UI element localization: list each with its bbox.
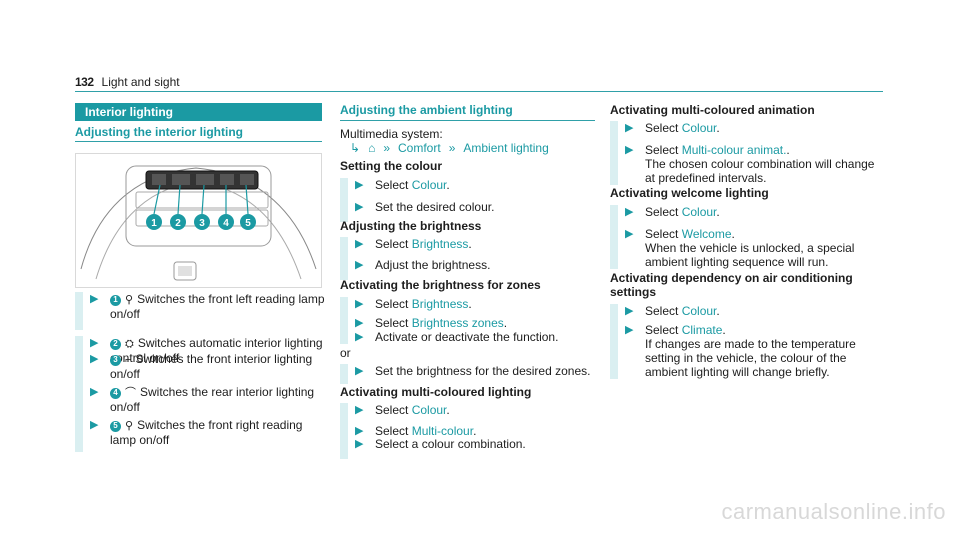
colour-link[interactable]: Colour <box>411 178 447 192</box>
list-item: ▶ Select a colour combination. <box>340 437 595 459</box>
bullet-icon: ▶ <box>90 353 99 365</box>
list-item: ▶ Set the brightness for the desired zon… <box>340 364 595 384</box>
overhead-control-panel-illustration: 1 2 3 4 5 <box>75 153 322 288</box>
list-item: ▶ Select Colour. <box>340 178 595 200</box>
list-item: ▶ Set the desired colour. <box>340 200 595 222</box>
bullet-icon: ▶ <box>90 337 99 349</box>
callout-2: 2 <box>175 218 181 229</box>
home-icon[interactable]: ⌂ <box>368 141 376 155</box>
watermark: carmanualsonline.info <box>721 499 946 524</box>
section-band: Interior lighting <box>75 103 322 121</box>
list-item: ▶ Activate or deactivate the function. <box>340 330 595 344</box>
list-item: ▶ Select Colour. <box>610 121 880 143</box>
brightness-link[interactable]: Brightness <box>411 297 469 311</box>
header-divider <box>75 91 883 92</box>
list-item: ▶ 1⚲Switches the front left reading lamp… <box>75 292 325 330</box>
step-heading: Activating multi-coloured animation <box>610 103 815 117</box>
bullet-icon: ▶ <box>625 305 634 317</box>
callout-5: 5 <box>245 218 251 229</box>
step-heading: Activating multi-coloured lighting <box>340 385 532 399</box>
callout-1: 1 <box>151 218 157 229</box>
list-item: ▶ Select Brightness zones. <box>340 316 595 330</box>
list-item: ▶ Select Brightness. <box>340 297 595 317</box>
colour-link[interactable]: Colour <box>681 121 717 135</box>
list-item: ▶ Select Colour. <box>610 205 880 227</box>
bullet-icon: ▶ <box>90 386 99 398</box>
bullet-icon: ▶ <box>355 201 364 213</box>
step-heading: Adjusting the brightness <box>340 219 482 233</box>
bullet-icon: ▶ <box>355 298 364 310</box>
list-item: ▶ 5⚲Switches the front right reading lam… <box>75 418 325 452</box>
or-text: or <box>340 346 351 360</box>
path-ambient-lighting[interactable]: Ambient lighting <box>463 141 549 155</box>
bullet-icon: ▶ <box>625 324 634 336</box>
step-heading: Setting the colour <box>340 159 442 173</box>
step-heading: Activating welcome lighting <box>610 186 769 200</box>
path-comfort[interactable]: Comfort <box>398 141 441 155</box>
list-item: ▶ Select Multi-colour animat..The chosen… <box>610 143 880 185</box>
list-item: ▶ Select Multi-colour. <box>340 424 595 446</box>
page-number: 132 <box>75 75 94 89</box>
brightness-link[interactable]: Brightness <box>411 237 469 251</box>
auto-light-icon: ⛭ <box>125 338 134 350</box>
subsection-divider <box>75 141 322 142</box>
chevron-right-icon: » <box>383 141 390 155</box>
bullet-icon: ▶ <box>355 404 364 416</box>
brightness-zones-link[interactable]: Brightness zones <box>411 316 504 330</box>
climate-link[interactable]: Climate <box>681 323 723 337</box>
bullet-icon: ▶ <box>625 228 634 240</box>
bullet-icon: ▶ <box>90 293 99 305</box>
bullet-icon: ▶ <box>355 425 364 437</box>
bullet-icon: ▶ <box>355 365 364 377</box>
front-interior-light-icon: ⌐ <box>125 354 132 366</box>
bullet-icon: ▶ <box>355 331 364 343</box>
list-item: ▶ Select Welcome.When the vehicle is unl… <box>610 227 880 269</box>
chevron-right-icon: » <box>448 141 456 155</box>
subsection-title: Adjusting the interior lighting <box>75 125 243 139</box>
bullet-icon: ▶ <box>90 419 99 431</box>
multi-colour-link[interactable]: Multi-colour <box>411 424 474 438</box>
subsection-divider <box>340 120 595 121</box>
bullet-icon: ▶ <box>355 438 364 450</box>
page-header: 132 Light and sight <box>75 75 180 89</box>
list-item: ▶ Select Colour. <box>340 403 595 425</box>
bullet-icon: ▶ <box>355 317 364 329</box>
step-heading: Activating the brightness for zones <box>340 278 541 292</box>
list-item: ▶ 3⌐Switches the front interior lighting… <box>75 352 325 386</box>
path-arrow-icon: ↳ <box>350 141 361 155</box>
reading-lamp-icon: ⚲ <box>125 420 134 432</box>
welcome-link[interactable]: Welcome <box>681 227 732 241</box>
callout-3: 3 <box>199 218 205 229</box>
bullet-icon: ▶ <box>355 179 364 191</box>
colour-link[interactable]: Colour <box>681 205 717 219</box>
list-item: ▶ Select Climate.If changes are made to … <box>610 323 870 379</box>
subsection-title: Adjusting the ambient lighting <box>340 103 513 117</box>
multi-colour-animation-link[interactable]: Multi-colour animat. <box>681 143 787 157</box>
list-item: ▶ 4⌒Switches the rear interior lighting … <box>75 385 325 419</box>
callout-4: 4 <box>223 218 229 229</box>
bullet-icon: ▶ <box>355 238 364 250</box>
bullet-icon: ▶ <box>355 259 364 271</box>
reading-lamp-icon: ⚲ <box>125 294 134 306</box>
control-panel-svg: 1 2 3 4 5 <box>80 165 317 281</box>
menu-path: ↳ ⌂ » Comfort » Ambient lighting <box>350 141 549 155</box>
colour-link[interactable]: Colour <box>681 304 717 318</box>
list-item: ▶ Adjust the brightness. <box>340 258 595 280</box>
colour-link[interactable]: Colour <box>411 403 447 417</box>
bullet-icon: ▶ <box>625 144 634 156</box>
page-section-title: Light and sight <box>101 75 180 89</box>
intro-text: Multimedia system: <box>340 127 443 141</box>
step-heading: Activating dependency on air conditionin… <box>610 271 853 299</box>
list-item: ▶ Select Brightness. <box>340 237 595 259</box>
rear-interior-light-icon: ⌒ <box>125 387 136 399</box>
list-item: ▶ Select Colour. <box>610 304 880 326</box>
bullet-icon: ▶ <box>625 122 634 134</box>
bullet-icon: ▶ <box>625 206 634 218</box>
